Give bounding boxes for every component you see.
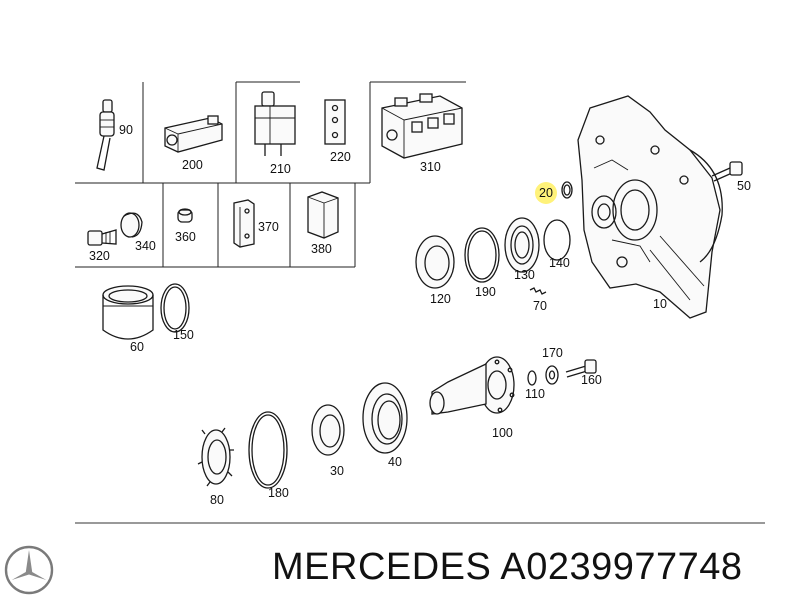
part-220-plate [324, 99, 346, 145]
part-90-sensor [96, 99, 115, 171]
part-320-screw [87, 229, 117, 246]
part-150-oring [160, 283, 190, 333]
label-90: 90 [119, 123, 133, 137]
brand-name: MERCEDES [272, 546, 492, 588]
part-190-ring [464, 227, 500, 283]
label-150: 150 [173, 328, 194, 342]
label-80: 80 [210, 493, 224, 507]
label-370: 370 [258, 220, 279, 234]
part-20-ring [561, 181, 573, 199]
part-380-block [307, 191, 339, 239]
label-180: 180 [268, 486, 289, 500]
label-210: 210 [270, 162, 291, 176]
part-310-valve-block [381, 93, 463, 159]
label-30: 30 [330, 464, 344, 478]
label-10: 10 [653, 297, 667, 311]
label-190: 190 [475, 285, 496, 299]
part-140-circlip [543, 219, 571, 261]
label-70: 70 [533, 299, 547, 313]
footer-title: MERCEDES A0239977748 [272, 548, 743, 586]
part-30-seal [311, 404, 345, 456]
label-200: 200 [182, 158, 203, 172]
part-80-nut [197, 427, 234, 487]
part-labels: 90 200 210 220 310 320 340 360 370 380 6… [89, 123, 751, 507]
label-100: 100 [492, 426, 513, 440]
label-360: 360 [175, 230, 196, 244]
mercedes-star-icon [4, 545, 54, 595]
label-40: 40 [388, 455, 402, 469]
label-170: 170 [542, 346, 563, 360]
label-340: 340 [135, 239, 156, 253]
label-50: 50 [737, 179, 751, 193]
part-160-bolt [565, 359, 597, 378]
part-60-sleeve [102, 285, 154, 340]
label-20: 20 [539, 186, 553, 200]
label-140: 140 [549, 256, 570, 270]
label-60: 60 [130, 340, 144, 354]
label-380: 380 [311, 242, 332, 256]
part-370-block [233, 199, 255, 248]
part-40-seal [362, 382, 408, 454]
part-130-bearing [504, 217, 540, 273]
part-50-bolt [711, 161, 743, 182]
part-210-solenoid [254, 91, 296, 156]
part-340-cap [120, 212, 143, 238]
part-360-plug [177, 208, 193, 223]
part-100-flange-shaft [429, 356, 515, 415]
part-70-spring [529, 287, 547, 295]
label-320: 320 [89, 249, 110, 263]
label-310: 310 [420, 160, 441, 174]
label-110: 110 [525, 387, 545, 401]
part-180-ring [248, 411, 288, 489]
label-120: 120 [430, 292, 451, 306]
part-120-seal [415, 235, 455, 289]
label-130: 130 [514, 268, 535, 282]
part-number: A0239977748 [500, 546, 743, 588]
label-220: 220 [330, 150, 351, 164]
kit-grid [75, 81, 466, 268]
label-160: 160 [581, 373, 602, 387]
part-110-ring [527, 370, 537, 386]
part-10-housing [577, 95, 723, 319]
part-200-valve [164, 115, 223, 153]
part-170-washer [545, 365, 559, 385]
part-20-highlight [535, 182, 557, 204]
